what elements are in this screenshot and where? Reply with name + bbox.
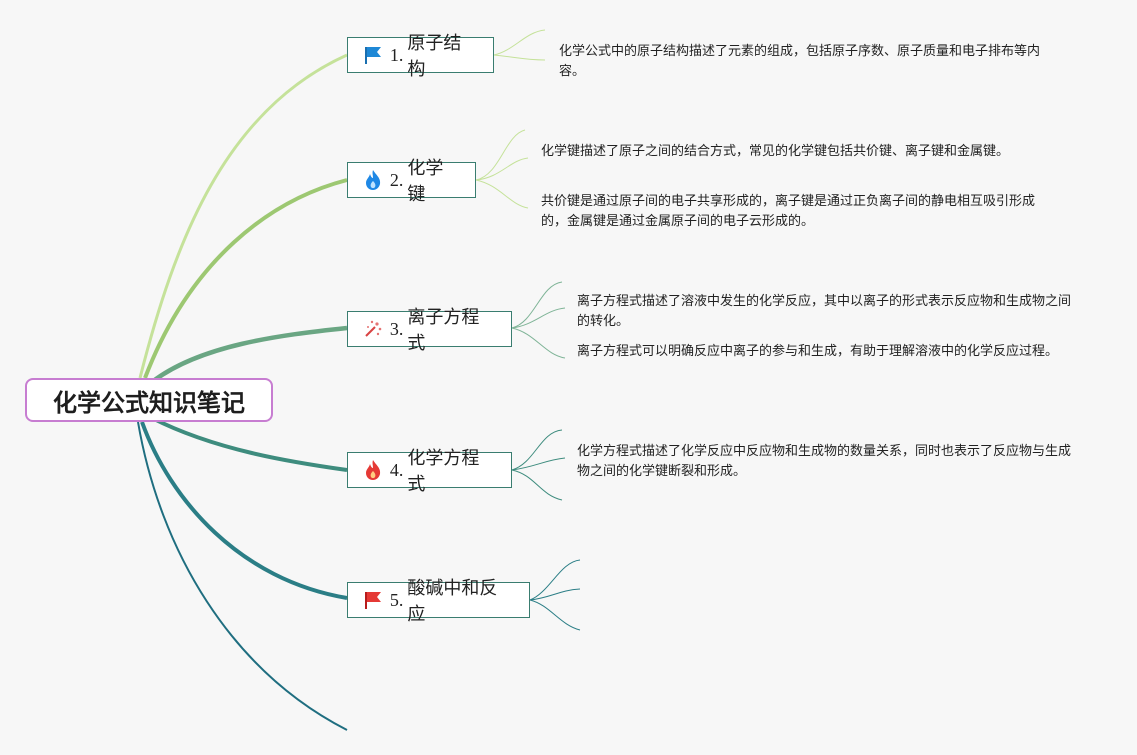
topic-number: 1.: [389, 44, 404, 65]
branch-line-2: [143, 178, 348, 379]
note-line-1a: [493, 29, 546, 56]
note-atomic-structure: 化学公式中的原子结构描述了元素的组成，包括原子序数、原子质量和电子排布等内容。: [559, 44, 1041, 79]
topic-label: 原子结构: [407, 33, 462, 79]
note-line-2b: [475, 157, 529, 181]
branch-line-5: [140, 421, 348, 600]
note-line-4c: [511, 469, 563, 501]
note-line-2a: [475, 129, 526, 181]
note-chemical-equation: 化学方程式描述了化学反应中反应物和生成物的数量关系，同时也表示了反应物与生成物之…: [577, 444, 1072, 479]
topic-number: 5.: [389, 589, 404, 610]
note-line-5b: [529, 588, 581, 601]
topic-chemical-equation[interactable]: 4. 化学方程式: [347, 448, 512, 494]
topic-label: 化学键: [407, 158, 444, 204]
topic-acid-base-neutralization[interactable]: 5. 酸碱中和反应: [347, 578, 530, 624]
blue-flag-icon: [362, 44, 384, 66]
note-line-5a: [529, 559, 581, 601]
note-ionic-equation-1: 离子方程式描述了溶液中发生的化学反应，其中以离子的形式表示反应物和生成物之间的转…: [577, 294, 1072, 329]
note-line-3a: [511, 281, 563, 329]
red-flag-icon: [362, 589, 384, 611]
note-line-5c: [529, 599, 581, 631]
topic-ionic-equation[interactable]: 3. 离子方程式: [347, 307, 512, 353]
branch-line-1: [138, 53, 348, 379]
topic-label: 酸碱中和反应: [407, 578, 498, 624]
note-line-1b: [493, 54, 546, 61]
topic-number: 4.: [389, 459, 404, 480]
note-line-2c: [475, 179, 529, 209]
blue-flame-icon: [362, 169, 384, 191]
note-line-4b: [511, 457, 566, 471]
topic-number: 2.: [389, 169, 404, 190]
note-line-3c: [511, 327, 566, 359]
branch-line-4: [151, 416, 348, 472]
branch-line-6: [137, 421, 348, 731]
red-flame-icon: [362, 459, 384, 481]
note-line-3b: [511, 307, 566, 329]
note-chemical-bond-1: 化学键描述了原子之间的结合方式，常见的化学键包括共价键、离子键和金属键。: [541, 144, 1010, 159]
topic-chemical-bond[interactable]: 2. 化学键: [347, 158, 476, 204]
topic-label: 化学方程式: [407, 448, 480, 494]
branch-line-3: [150, 325, 348, 384]
note-ionic-equation-2: 离子方程式可以明确反应中离子的参与和生成，有助于理解溶液中的化学反应过程。: [577, 344, 1059, 359]
root-topic[interactable]: 化学公式知识笔记: [25, 378, 273, 422]
topic-number: 3.: [389, 318, 404, 339]
topic-atomic-structure[interactable]: 1. 原子结构: [347, 33, 494, 79]
note-chemical-bond-2: 共价键是通过原子间的电子共享形成的，离子键是通过正负离子间的静电相互吸引形成的，…: [541, 194, 1036, 229]
sparkle-icon: [362, 318, 384, 340]
topic-label: 离子方程式: [407, 307, 480, 353]
note-line-4a: [511, 429, 563, 471]
